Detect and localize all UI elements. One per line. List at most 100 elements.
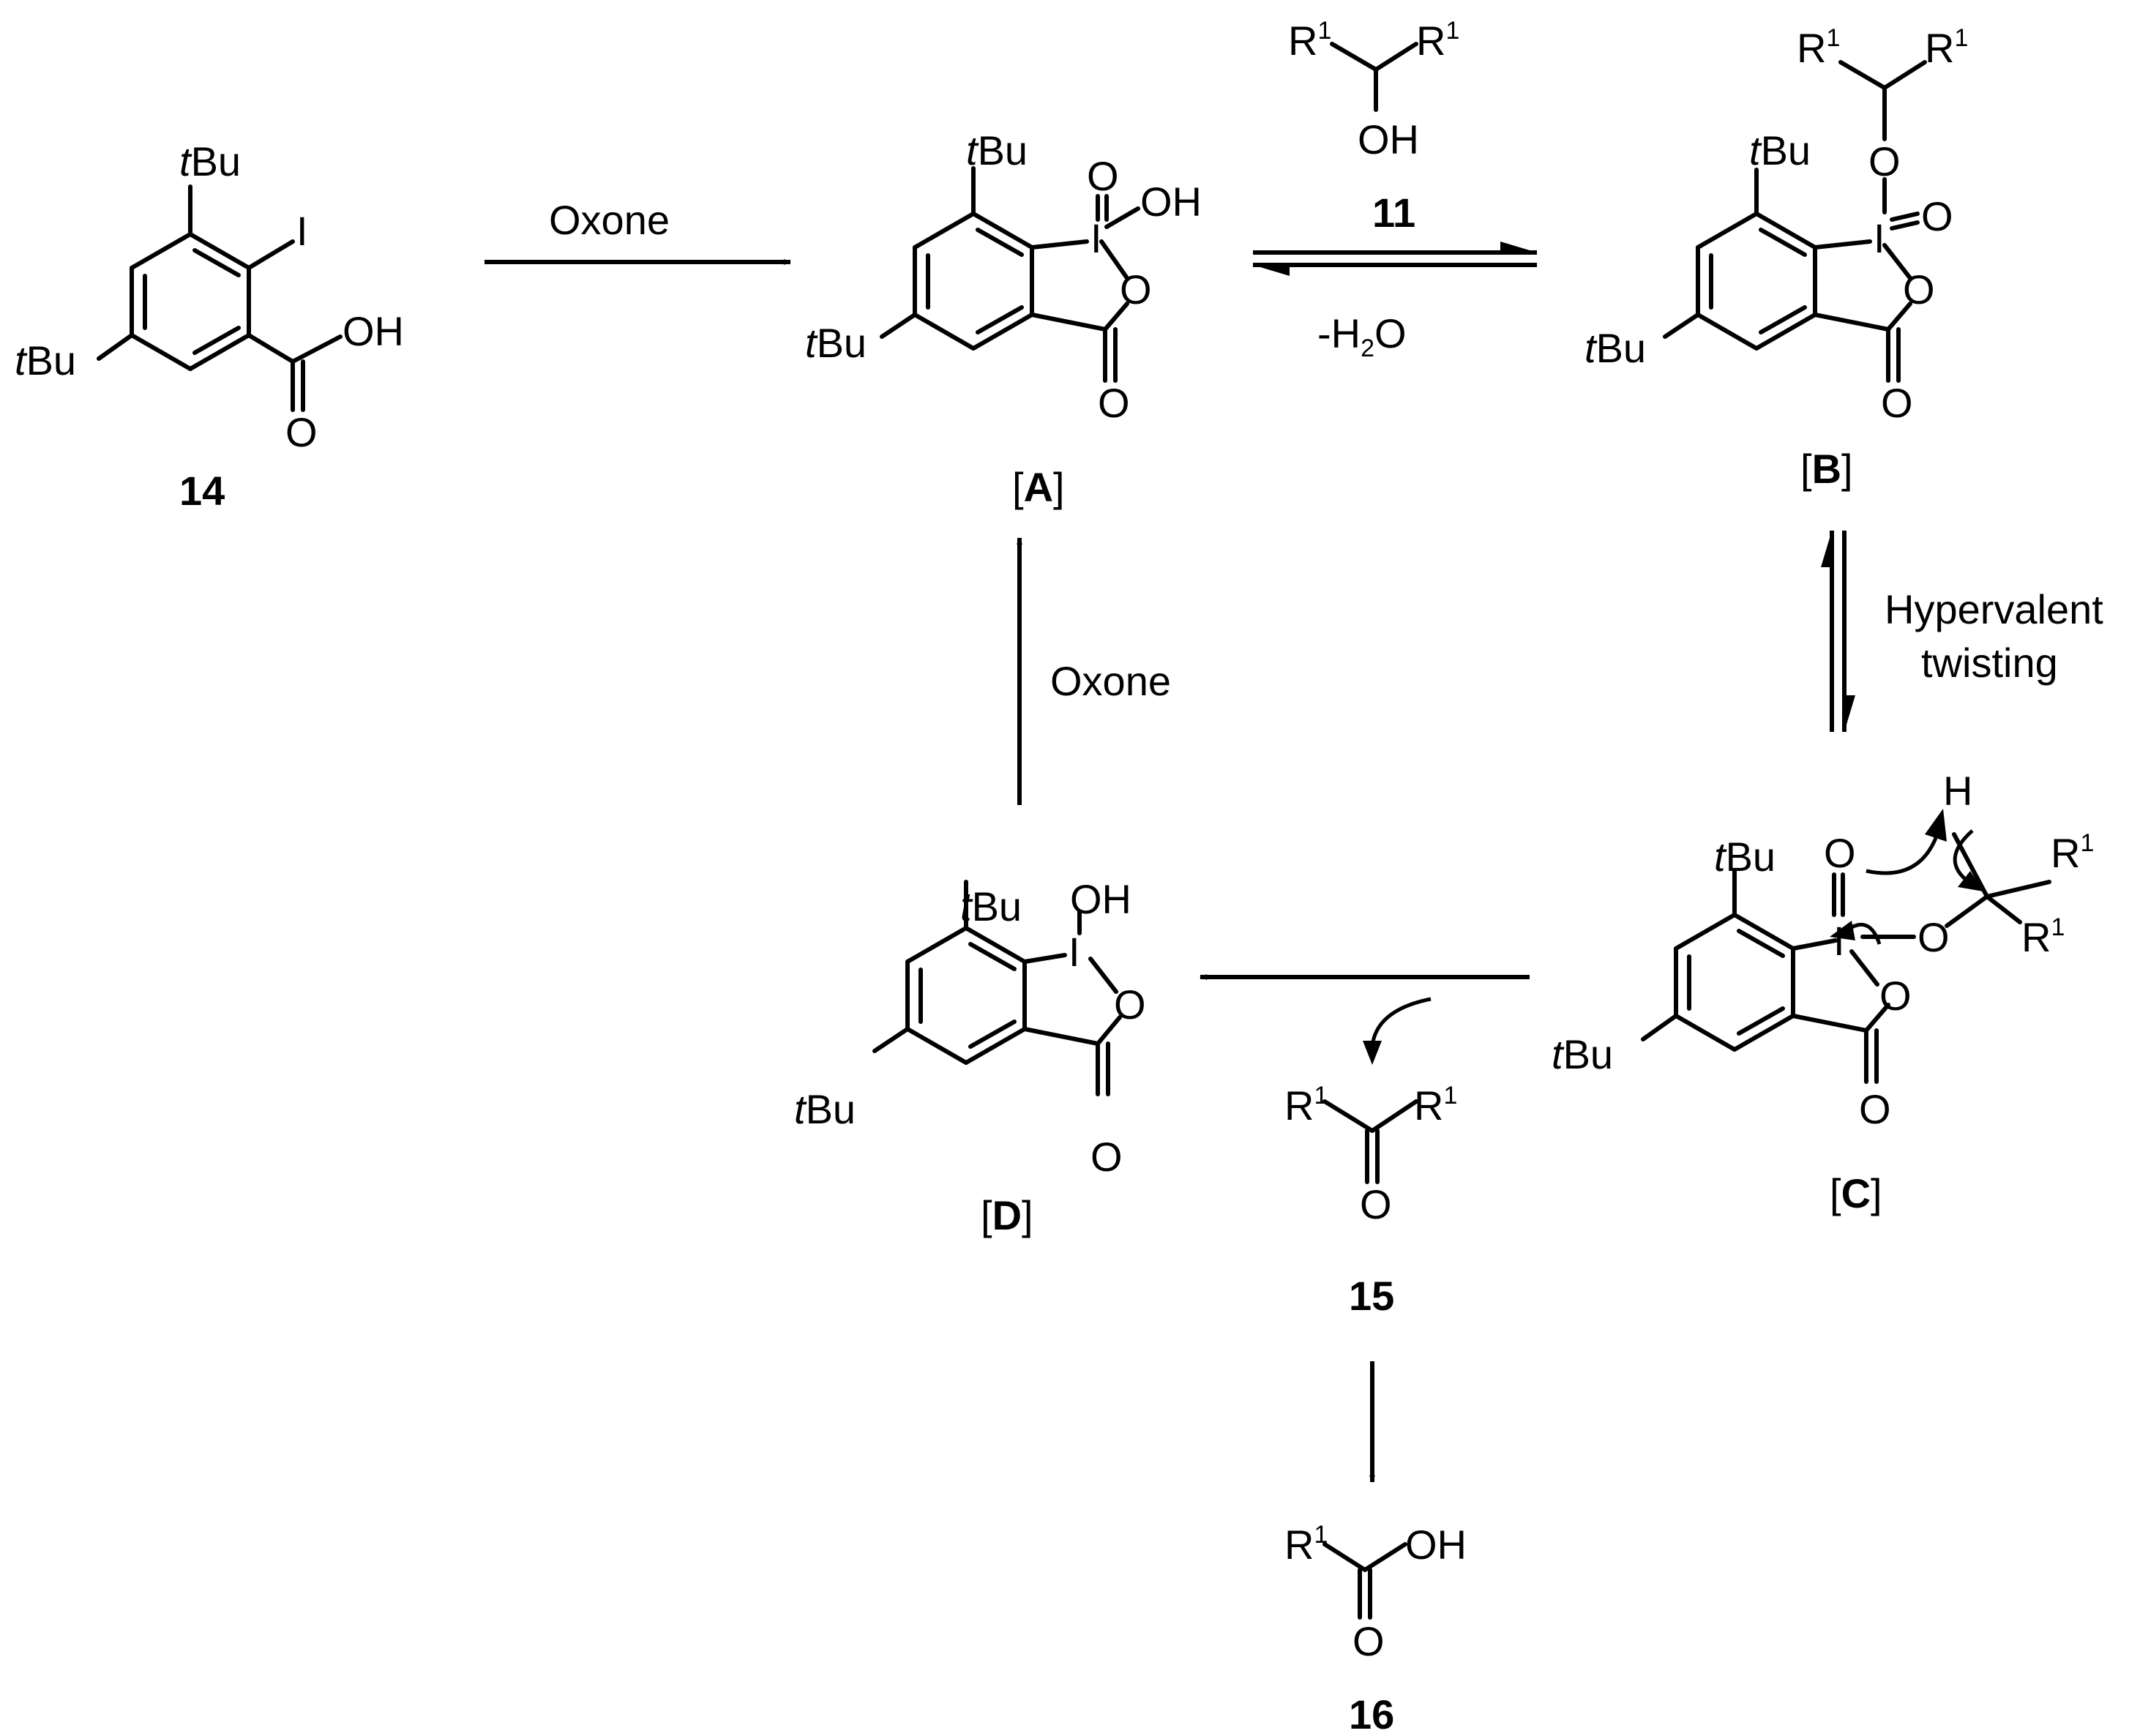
iodyl-oxygen-label: O	[1824, 830, 1856, 876]
r-superscript: 1	[1445, 17, 1459, 45]
compound-11: R1 R1 OH 11	[1288, 17, 1459, 236]
svg-text:R1: R1	[1797, 24, 1840, 71]
iodine-label: I	[1833, 918, 1845, 964]
r-group-label: R	[1284, 1522, 1314, 1568]
r-superscript: 1	[1826, 24, 1840, 52]
tbu-t-label: t	[1749, 127, 1762, 173]
svg-text:tBu: tBu	[179, 138, 241, 184]
water-oxygen: O	[1374, 310, 1407, 356]
hydrogen-label: H	[1943, 768, 1972, 814]
svg-text:tBu: tBu	[15, 337, 76, 384]
tbu-bu-label: Bu	[191, 138, 242, 184]
hydroxyl-label: OH	[1070, 876, 1131, 922]
tbu-t-label: t	[966, 127, 979, 173]
compound-D: tBu I OH O O tBu [D]	[794, 876, 1146, 1238]
iodine-label: I	[296, 208, 308, 254]
carbonyl-oxygen-label: O	[1090, 1134, 1123, 1180]
hydroxyl-label: OH	[1140, 179, 1202, 225]
iodyl-oxygen-label: O	[1921, 193, 1953, 239]
svg-text:-H2O: -H2O	[1317, 310, 1407, 362]
iodine-label: I	[1090, 215, 1102, 261]
tbu-bu-label: Bu	[1563, 1031, 1614, 1077]
curly-arrow-oxygen-to-hydrogen	[1866, 837, 1938, 875]
r-superscript: 1	[1443, 1082, 1457, 1110]
r-superscript: 1	[1314, 1521, 1328, 1549]
twisting-label: twisting	[1921, 640, 2058, 686]
r-superscript: 1	[1954, 24, 1968, 52]
hydroxyl-label: OH	[1405, 1522, 1467, 1568]
alkoxy-oxygen-label: O	[1917, 914, 1950, 960]
curly-arrow-ch-bond	[1953, 829, 1974, 883]
curly-arrow-release-ketone	[1370, 997, 1432, 1047]
svg-text:tBu: tBu	[966, 127, 1028, 173]
intermediate-label-D: [D]	[981, 1192, 1033, 1238]
svg-text:tBu: tBu	[1749, 127, 1811, 173]
ring-oxygen-label: O	[1114, 981, 1146, 1028]
alkoxy-oxygen-label: O	[1868, 138, 1901, 184]
tbu-bu-label: Bu	[972, 883, 1022, 929]
tbu-bu-label: Bu	[1761, 127, 1811, 173]
compound-number-14: 14	[179, 468, 225, 514]
tbu-bu-label: Bu	[978, 127, 1028, 173]
compound-C: tBu I O O H R1 R1 O O tBu [C]	[1552, 768, 2094, 1216]
carbonyl-oxygen-label: O	[285, 409, 318, 455]
oxone-reagent-label: Oxone	[1050, 658, 1171, 704]
tbu-t-label: t	[15, 337, 28, 384]
compound-number-16: 16	[1349, 1691, 1394, 1736]
tbu-t-label: t	[1584, 325, 1598, 371]
tbu-bu-label: Bu	[817, 320, 867, 366]
r-superscript: 1	[1317, 17, 1331, 45]
tbu-t-label: t	[1714, 834, 1727, 880]
r-group-label: R	[1925, 25, 1954, 71]
tbu-t-label: t	[805, 320, 818, 366]
svg-text:R1: R1	[1416, 17, 1459, 64]
equilibrium-arrow-A-B	[1253, 242, 1537, 276]
tbu-bu-label: Bu	[1596, 325, 1647, 371]
svg-text:tBu: tBu	[1714, 834, 1776, 880]
compound-14: tBu I OH O tBu 14	[15, 138, 404, 514]
svg-text:R1: R1	[1925, 24, 1968, 71]
compound-number-11: 11	[1372, 190, 1415, 236]
tbu-t-label: t	[1552, 1031, 1565, 1077]
svg-text:R1: R1	[1284, 1082, 1328, 1129]
svg-text:R1: R1	[1414, 1082, 1457, 1129]
r-group-label: R	[1414, 1082, 1443, 1129]
compound-number-15: 15	[1349, 1273, 1394, 1319]
ring-oxygen-label: O	[1903, 266, 1935, 313]
minus-water-prefix: -H	[1317, 310, 1361, 356]
tbu-t-label: t	[179, 138, 192, 184]
ring-oxygen-label: O	[1120, 266, 1152, 313]
svg-text:R1: R1	[1284, 1521, 1328, 1568]
r-superscript: 1	[2080, 829, 2094, 857]
svg-text:R1: R1	[2051, 829, 2094, 876]
tbu-bu-label: Bu	[26, 337, 77, 384]
hypervalent-label: Hypervalent	[1885, 586, 2103, 632]
oxone-reagent-label: Oxone	[549, 197, 670, 243]
hydroxyl-label: OH	[1358, 116, 1419, 162]
svg-text:tBu: tBu	[960, 883, 1022, 929]
compound-A: tBu I O OH O O tBu [A]	[805, 127, 1202, 510]
svg-text:tBu: tBu	[805, 320, 867, 366]
tbu-bu-label: Bu	[1726, 834, 1776, 880]
iodine-label: I	[1874, 215, 1885, 261]
equilibrium-arrow-B-C	[1821, 531, 1855, 732]
svg-text:tBu: tBu	[794, 1086, 856, 1132]
r-superscript: 1	[2051, 913, 2065, 941]
carbonyl-oxygen-label: O	[1881, 380, 1913, 426]
intermediate-label-C: [C]	[1830, 1170, 1882, 1216]
svg-text:R1: R1	[1288, 17, 1331, 64]
carbonyl-oxygen-label: O	[1859, 1086, 1891, 1132]
carbonyl-oxygen-label: O	[1352, 1618, 1385, 1664]
compound-15: R1 R1 O 15	[1284, 1082, 1457, 1319]
compound-B: tBu I O O R1 R1 O O tBu [B]	[1584, 24, 1968, 492]
iodyl-oxygen-label: O	[1087, 153, 1119, 199]
r-group-label: R	[2051, 830, 2080, 876]
r-group-label: R	[1416, 18, 1445, 64]
compound-16: R1 OH O 16	[1284, 1521, 1467, 1736]
tbu-bu-label: Bu	[806, 1086, 856, 1132]
svg-text:tBu: tBu	[1552, 1031, 1613, 1077]
hydroxyl-label: OH	[343, 308, 404, 354]
svg-text:R1: R1	[2021, 913, 2065, 960]
tbu-t-label: t	[960, 883, 973, 929]
